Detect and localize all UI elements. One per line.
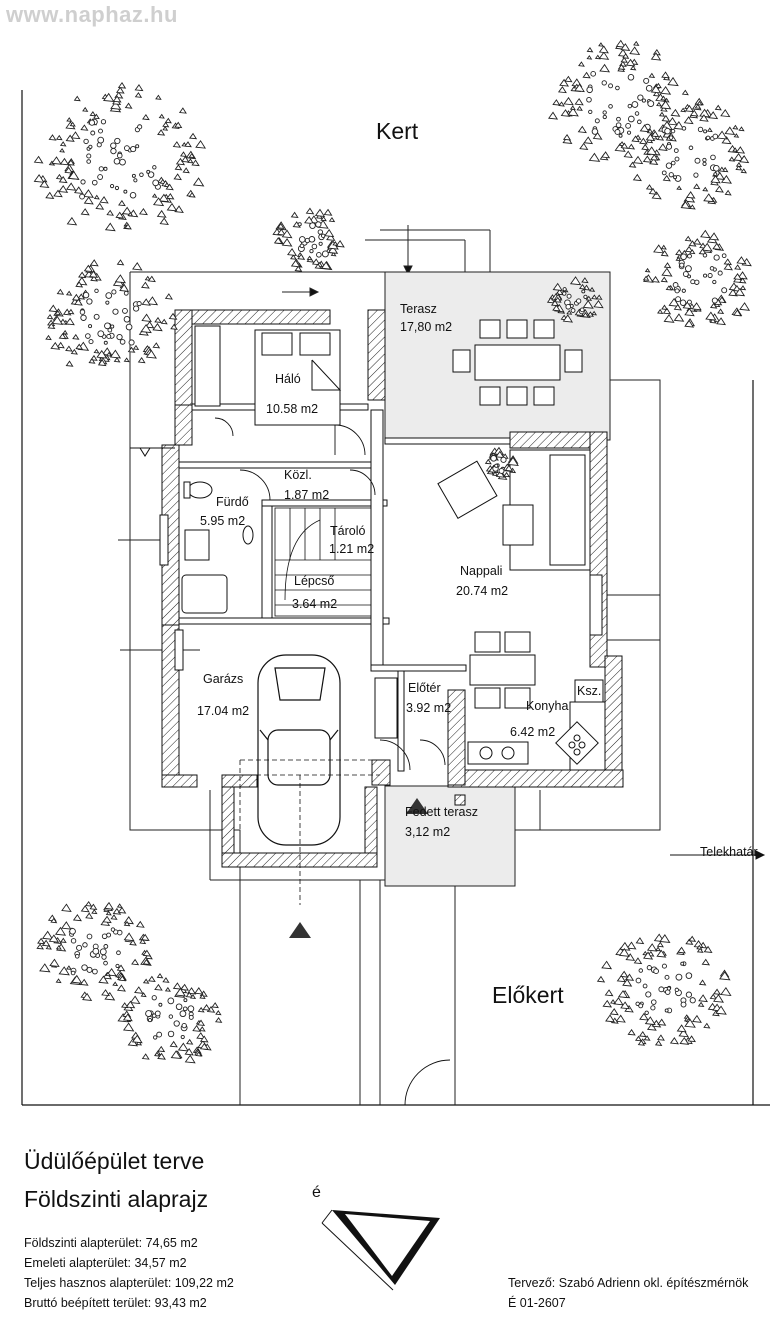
garage-front-dashes bbox=[239, 759, 380, 905]
room-bedroom-name: Háló bbox=[275, 372, 301, 386]
kitchen-counter bbox=[467, 679, 606, 771]
level-marker bbox=[130, 447, 175, 457]
room-pantry-name: Ksz. bbox=[577, 684, 602, 698]
room-terrace-area: 17,80 m2 bbox=[400, 320, 453, 334]
room-storage-area: 1.21 m2 bbox=[329, 542, 375, 556]
column-marker bbox=[454, 794, 466, 806]
entry-arrow-house bbox=[406, 798, 428, 814]
room-entry-area: 3.92 m2 bbox=[406, 701, 452, 715]
label-boundary: Telekhatár bbox=[700, 845, 758, 859]
living-furniture bbox=[437, 449, 591, 709]
stair-symbol bbox=[274, 507, 372, 617]
drawing-title: Üdülőépület terve bbox=[24, 1148, 205, 1174]
drawing-subtitle: Földszinti alaprajz bbox=[24, 1186, 209, 1212]
room-storage-name: Tároló bbox=[330, 524, 366, 538]
room-stair-name: Lépcső bbox=[294, 574, 335, 588]
room-bath-area: 5.95 m2 bbox=[200, 514, 246, 528]
room-garage-area: 17.04 m2 bbox=[197, 704, 250, 718]
room-covered-terrace-name: Fedett terasz bbox=[405, 805, 478, 819]
designer-name: Tervező: Szabó Adrienn okl. építészmérnö… bbox=[508, 1276, 749, 1290]
room-living-name: Nappali bbox=[460, 564, 503, 578]
room-covered-terrace-area: 3,12 m2 bbox=[405, 825, 451, 839]
watermark-text: www.naphaz.hu bbox=[6, 2, 178, 27]
bedroom-bed bbox=[254, 329, 342, 426]
windows bbox=[159, 325, 603, 739]
north-arrow-symbol bbox=[321, 1209, 440, 1291]
label-garden-back: Kert bbox=[376, 118, 419, 144]
stat-ground-floor: Földszinti alapterület: 74,65 m2 bbox=[24, 1236, 198, 1250]
stat-upper-floor: Emeleti alapterület: 34,57 m2 bbox=[24, 1256, 187, 1270]
label-garden-front: Előkert bbox=[492, 982, 564, 1008]
north-label: é bbox=[312, 1184, 321, 1201]
stat-total-usable: Teljes hasznos alapterület: 109,22 m2 bbox=[24, 1276, 234, 1290]
doors bbox=[214, 417, 451, 1106]
room-stair-area: 3.64 m2 bbox=[292, 597, 338, 611]
room-bath-name: Fürdő bbox=[216, 495, 249, 509]
stat-gross-built: Bruttó beépített terület: 93,43 m2 bbox=[24, 1296, 207, 1310]
entry-arrow-garage bbox=[289, 922, 311, 938]
site-lines bbox=[118, 225, 661, 1105]
room-entry-name: Előtér bbox=[408, 681, 441, 695]
exterior-walls bbox=[161, 309, 624, 868]
room-hall-area: 1.87 m2 bbox=[284, 488, 330, 502]
designer-license: É 01-2607 bbox=[508, 1296, 566, 1310]
room-living-area: 20.74 m2 bbox=[456, 584, 509, 598]
car-symbol bbox=[257, 654, 341, 846]
room-kitchen-area: 6.42 m2 bbox=[510, 725, 556, 739]
tree-symbols bbox=[33, 39, 752, 1064]
covered-terrace-area bbox=[384, 785, 516, 887]
room-kitchen-name: Konyha bbox=[526, 699, 569, 713]
room-bedroom-area: 10.58 m2 bbox=[266, 402, 319, 416]
room-garage-name: Garázs bbox=[203, 672, 244, 686]
plot-boundary bbox=[21, 90, 770, 1106]
bathroom-fixtures bbox=[181, 481, 254, 614]
terrace-table-set bbox=[452, 319, 583, 406]
room-terrace-name: Terasz bbox=[400, 302, 437, 316]
boundary-arrow bbox=[670, 850, 766, 860]
room-hall-name: Közl. bbox=[284, 468, 312, 482]
